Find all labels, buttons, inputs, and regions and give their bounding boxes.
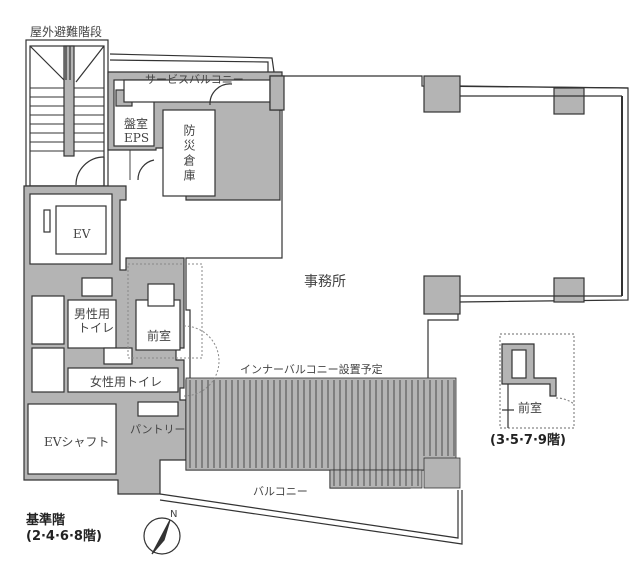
eps-label: EPS xyxy=(124,131,150,145)
building-walls xyxy=(23,185,187,495)
alt-floor-inset xyxy=(499,333,575,429)
alt-anteroom-label: 前室 xyxy=(518,401,543,415)
balcony-outline xyxy=(159,490,463,545)
anteroom-dotted xyxy=(127,263,220,397)
anteroom-label: 前室 xyxy=(147,329,172,343)
inner-balcony-hatch xyxy=(185,377,461,489)
ev-shaft-label: EVシャフト xyxy=(44,435,110,449)
pantry-label: パントリー xyxy=(130,423,186,436)
plan-floors: (2·4·6·8階) xyxy=(26,529,102,544)
compass-icon xyxy=(143,517,181,555)
panel-room-label: 盤室 xyxy=(124,117,149,131)
inner-balcony-label: インナーバルコニー設置予定 xyxy=(240,363,383,376)
service-balcony-label: サービスバルコニー xyxy=(145,73,244,86)
north-rooms xyxy=(107,53,289,201)
elevator-label: EV xyxy=(73,227,91,241)
mens-toilet-label-1: 男性用 xyxy=(74,307,111,321)
disaster-storage-label: 防災倉庫 xyxy=(182,124,196,184)
exterior-stairs xyxy=(25,39,109,187)
balcony-label: バルコニー xyxy=(253,485,308,498)
mens-toilet-label-2: トイレ xyxy=(78,321,115,335)
plan-title: 基準階 xyxy=(26,513,66,528)
compass-north-label: N xyxy=(170,509,178,520)
womens-toilet-label: 女性用トイレ xyxy=(90,375,163,389)
alt-floors-label: (3·5·7·9階) xyxy=(490,433,566,448)
office-label: 事務所 xyxy=(304,274,346,290)
exterior-stairs-label: 屋外避難階段 xyxy=(30,25,103,39)
inner-balcony-lines xyxy=(189,380,455,486)
